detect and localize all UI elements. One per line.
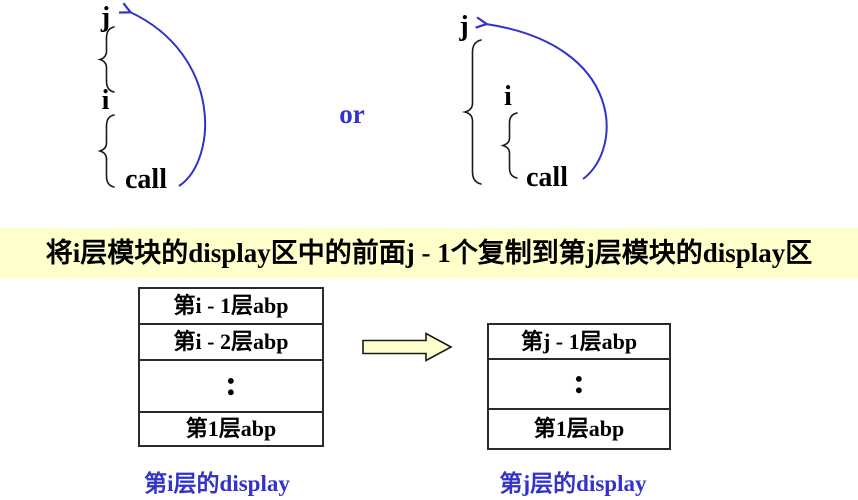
left-call-label: call (125, 164, 167, 195)
table-caption-left: 第i层的display (144, 471, 290, 496)
left-level-i-label: i (101, 85, 110, 116)
left-level-j-label: j (100, 2, 111, 33)
table-caption-right: 第j层的display (499, 471, 647, 496)
display-table-right: 第j - 1层abp : 第1层abp (487, 323, 671, 450)
right-inner-brace-icon (500, 112, 518, 179)
table-row: 第i - 1层abp (173, 293, 289, 318)
heading-banner: 将i层模块的display区中的前面j - 1个复制到第j层模块的display… (0, 228, 858, 278)
table-row: 第i - 2层abp (140, 323, 322, 359)
left-inner-brace-icon (97, 114, 115, 188)
table-row: 第1层abp (140, 411, 322, 445)
right-call-label: call (526, 162, 568, 193)
display-table-left: 第i - 1层abp 第i - 2层abp : 第1层abp (138, 287, 324, 447)
ellipsis-row: : (140, 359, 322, 411)
table-row: 第1层abp (489, 408, 669, 448)
right-outer-brace-icon (461, 39, 482, 185)
table-row: 第j - 1层abp (520, 329, 638, 354)
right-level-i-label: i (504, 81, 512, 112)
left-outer-brace-icon (97, 26, 115, 93)
ellipsis-row: : (489, 358, 669, 408)
copy-block-arrow-icon (362, 332, 453, 362)
or-separator: or (339, 99, 365, 129)
right-level-j-label: j (459, 11, 469, 42)
left-call-return-arrow (130, 12, 206, 187)
